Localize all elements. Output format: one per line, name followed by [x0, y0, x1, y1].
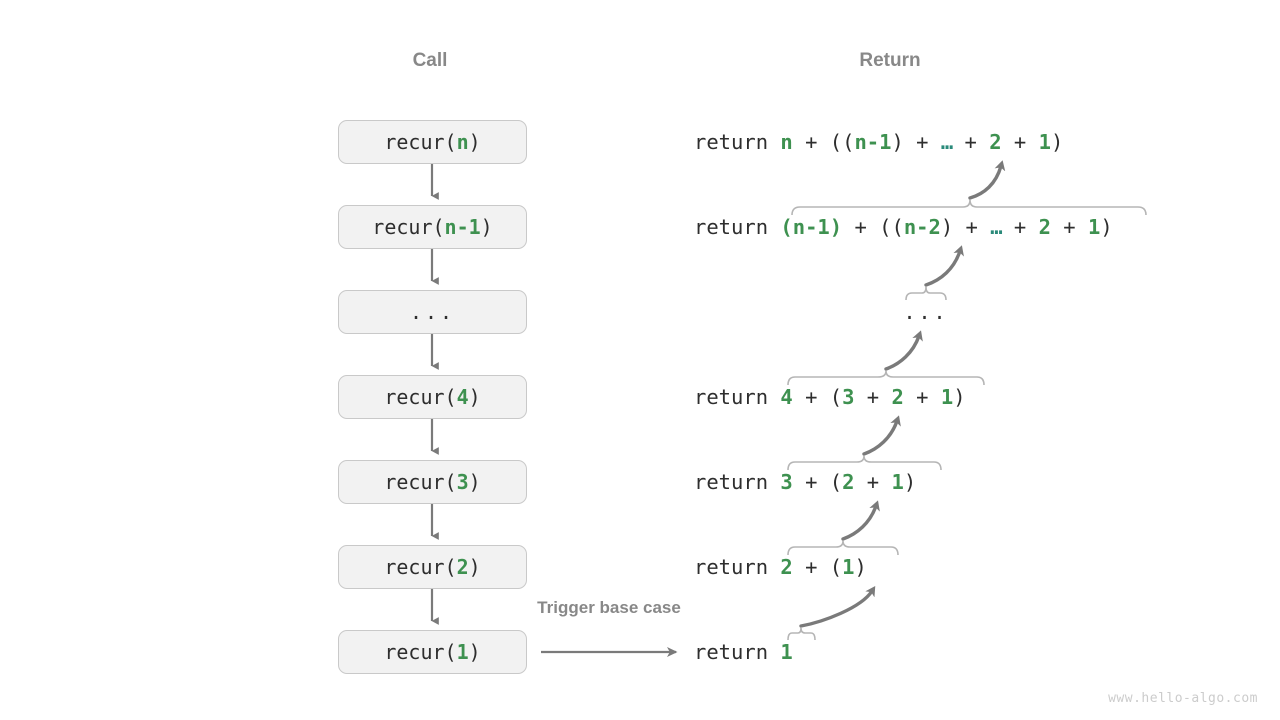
return-token: (n-1) [780, 215, 843, 239]
return-token: 2 [1038, 215, 1051, 239]
call-box-suffix: ) [468, 555, 481, 579]
return-token: 1 [891, 470, 904, 494]
return-token: n-1 [854, 130, 892, 154]
return-token: + [903, 385, 941, 409]
call-box-prefix: recur( [372, 215, 445, 239]
return-token: ) + [940, 215, 991, 239]
return-expression: return 4 + (3 + 2 + 1) [694, 385, 966, 409]
return-token: ) [1050, 130, 1064, 154]
return-token: 2 [891, 385, 904, 409]
return-token: 2 [842, 470, 855, 494]
call-box-n: recur(n) [338, 120, 527, 164]
return-keyword: return [694, 130, 781, 154]
call-box-suffix: ) [468, 640, 481, 664]
call-box-suffix: ) [468, 130, 481, 154]
return-expression: return 1 [694, 640, 793, 664]
return-token: + [1050, 215, 1088, 239]
call-box-argument: 4 [456, 385, 469, 409]
return-token: 4 [780, 385, 793, 409]
return-keyword: return [694, 470, 781, 494]
call-box-prefix: recur( [384, 385, 457, 409]
call-box-suffix: ) [468, 470, 481, 494]
call-box-prefix: recur( [384, 640, 457, 664]
call-box-argument: 2 [456, 555, 469, 579]
call-box-ellipsis: ... [338, 290, 527, 334]
call-box-prefix: recur( [384, 555, 457, 579]
return-token: 1 [1038, 130, 1051, 154]
return-token: + ( [792, 555, 843, 579]
return-keyword: return [694, 555, 781, 579]
return-expression: return 3 + (2 + 1) [694, 470, 916, 494]
call-box-n-1: recur(n-1) [338, 205, 527, 249]
return-token: + [952, 130, 990, 154]
call-box-1: recur(1) [338, 630, 527, 674]
return-token: 2 [989, 130, 1002, 154]
watermark: www.hello-algo.com [1108, 691, 1258, 706]
call-box-argument: 1 [456, 640, 469, 664]
return-token: 1 [780, 640, 793, 664]
call-box-3: recur(3) [338, 460, 527, 504]
return-token: + ( [792, 470, 843, 494]
return-token: n-2 [903, 215, 941, 239]
return-token: ) [854, 555, 867, 579]
return-token: … [940, 130, 953, 154]
return-token: ) [953, 385, 966, 409]
return-token: ) + [891, 130, 941, 154]
return-token: … [990, 215, 1002, 239]
return-token: 3 [780, 470, 793, 494]
return-expression: return 2 + (1) [694, 555, 867, 579]
return-token: + ( [792, 385, 843, 409]
return-token: + (( [792, 130, 855, 154]
return-token: n [780, 130, 793, 154]
call-box-2: recur(2) [338, 545, 527, 589]
return-token: 1 [842, 555, 855, 579]
call-box-prefix: recur( [384, 470, 457, 494]
call-box-4: recur(4) [338, 375, 527, 419]
return-token: + (( [842, 215, 904, 239]
return-keyword: return [694, 385, 781, 409]
return-token: 3 [842, 385, 855, 409]
return-expression: return n + ((n-1) + … + 2 + 1) [694, 130, 1063, 154]
return-token: ) [903, 470, 917, 494]
return-token: 1 [1088, 215, 1101, 239]
call-box-argument: 3 [456, 470, 469, 494]
call-box-suffix: ) [468, 385, 481, 409]
call-box-suffix: ) [480, 215, 493, 239]
return-keyword: return [694, 215, 781, 239]
return-expression: return (n-1) + ((n-2) + … + 2 + 1) [694, 215, 1113, 239]
return-keyword: return [694, 640, 781, 664]
return-token: + [1001, 130, 1039, 154]
return-ellipsis: ... [903, 300, 949, 324]
call-box-argument: n-1 [444, 215, 481, 239]
column-header-return: Return [859, 50, 921, 71]
trigger-base-case-label: Trigger base case [537, 598, 681, 617]
return-token: ) [1100, 215, 1113, 239]
return-token: + [1001, 215, 1039, 239]
call-box-label: ... [409, 300, 456, 324]
return-token: + [854, 385, 892, 409]
call-box-argument: n [456, 130, 469, 154]
call-box-prefix: recur( [384, 130, 457, 154]
return-token: 2 [780, 555, 793, 579]
return-token: 1 [940, 385, 954, 409]
return-token: + [854, 470, 892, 494]
column-header-call: Call [412, 50, 448, 71]
